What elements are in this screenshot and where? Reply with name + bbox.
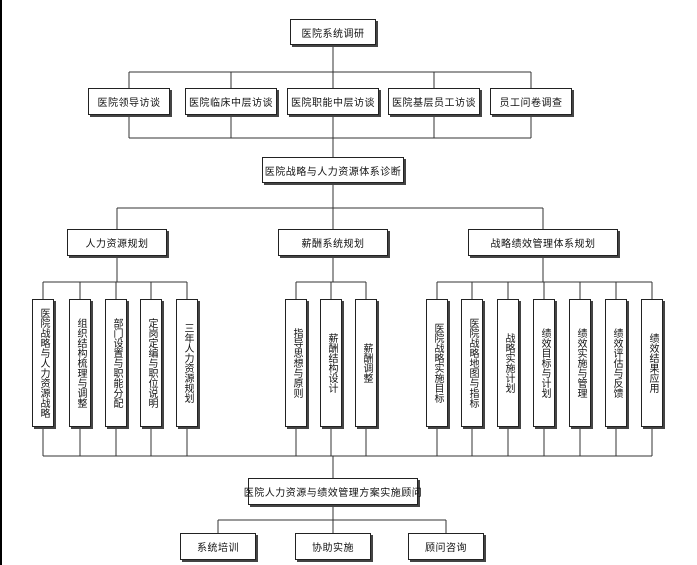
hr-item-box: 三年人力资源规划	[176, 299, 198, 427]
comp-item-box: 薪酬调整	[355, 299, 377, 427]
perf-item-box: 绩效实施与管理	[569, 299, 591, 427]
diagnosis-label: 医院战略与人力资源体系诊断	[264, 166, 402, 178]
interview-label: 医院临床中层访谈	[189, 98, 273, 109]
hr-item-label: 部门设置与职能分配	[111, 318, 122, 408]
group-label: 战略绩效管理体系规划	[490, 239, 596, 250]
hr-planning-box: 人力资源规划	[67, 229, 167, 256]
comp-item-box: 薪酬结构设计	[320, 299, 342, 427]
interview-label: 医院基层员工访谈	[392, 98, 476, 109]
perf-item-box: 医院战略地图与指标	[461, 299, 483, 427]
hr-item-label: 三年人力资源规划	[182, 323, 193, 403]
interview-label: 医院领导访谈	[97, 98, 161, 109]
performance-planning-box: 战略绩效管理体系规划	[468, 229, 618, 256]
diagnosis-box: 医院战略与人力资源体系诊断	[262, 157, 404, 183]
perf-item-label: 绩效评估与反馈	[611, 328, 622, 398]
hr-item-box: 部门设置与职能分配	[105, 299, 127, 427]
hr-item-box: 组织结构梳理与调整	[69, 299, 91, 427]
interview-label: 员工问卷调查	[499, 98, 563, 109]
interview-clinical-middle-box: 医院临床中层访谈	[185, 88, 277, 115]
perf-item-label: 绩效实施与管理	[575, 328, 586, 398]
interview-staff-box: 医院基层员工访谈	[388, 88, 480, 115]
support-label: 顾问咨询	[425, 543, 467, 554]
perf-item-label: 绩效结果应用	[647, 333, 658, 393]
root-research-label: 医院系统调研	[301, 28, 365, 40]
perf-item-box: 战略实施计划	[497, 299, 519, 427]
perf-item-label: 绩效目标与计划	[539, 328, 550, 398]
comp-item-label: 薪酬调整	[361, 343, 372, 383]
interview-functional-middle-box: 医院职能中层访谈	[287, 88, 379, 115]
comp-item-label: 薪酬结构设计	[326, 333, 337, 393]
implementation-consulting-box: 医院人力资源与绩效管理方案实施顾问	[244, 478, 422, 505]
hr-item-label: 定岗定编与职位说明	[146, 318, 157, 408]
comp-item-label: 指导思想与原则	[291, 328, 302, 398]
perf-item-box: 绩效结果应用	[641, 299, 663, 427]
support-label: 系统培训	[197, 543, 239, 554]
implementation-label: 医院人力资源与绩效管理方案实施顾问	[243, 488, 423, 499]
comp-item-box: 指导思想与原则	[285, 299, 307, 427]
compensation-planning-box: 薪酬系统规划	[278, 229, 388, 256]
assist-implementation-box: 协助实施	[295, 533, 371, 560]
group-label: 薪酬系统规划	[301, 239, 365, 250]
group-label: 人力资源规划	[85, 239, 149, 250]
hr-item-label: 组织结构梳理与调整	[75, 318, 86, 408]
perf-item-label: 医院战略实施目标	[432, 323, 443, 403]
system-training-box: 系统培训	[180, 533, 256, 560]
support-label: 协助实施	[312, 543, 354, 554]
perf-item-box: 绩效评估与反馈	[605, 299, 627, 427]
interview-label: 医院职能中层访谈	[291, 98, 375, 109]
perf-item-label: 战略实施计划	[503, 333, 514, 393]
hr-item-box: 医院战略与人力资源战略	[32, 299, 54, 427]
perf-item-box: 医院战略实施目标	[426, 299, 448, 427]
perf-item-box: 绩效目标与计划	[533, 299, 555, 427]
staff-survey-box: 员工问卷调查	[490, 88, 572, 115]
perf-item-label: 医院战略地图与指标	[467, 318, 478, 408]
root-research-box: 医院系统调研	[290, 19, 376, 45]
hr-item-label: 医院战略与人力资源战略	[38, 308, 49, 418]
hr-item-box: 定岗定编与职位说明	[140, 299, 162, 427]
interview-leader-box: 医院领导访谈	[88, 88, 170, 115]
advisory-consulting-box: 顾问咨询	[408, 533, 484, 560]
